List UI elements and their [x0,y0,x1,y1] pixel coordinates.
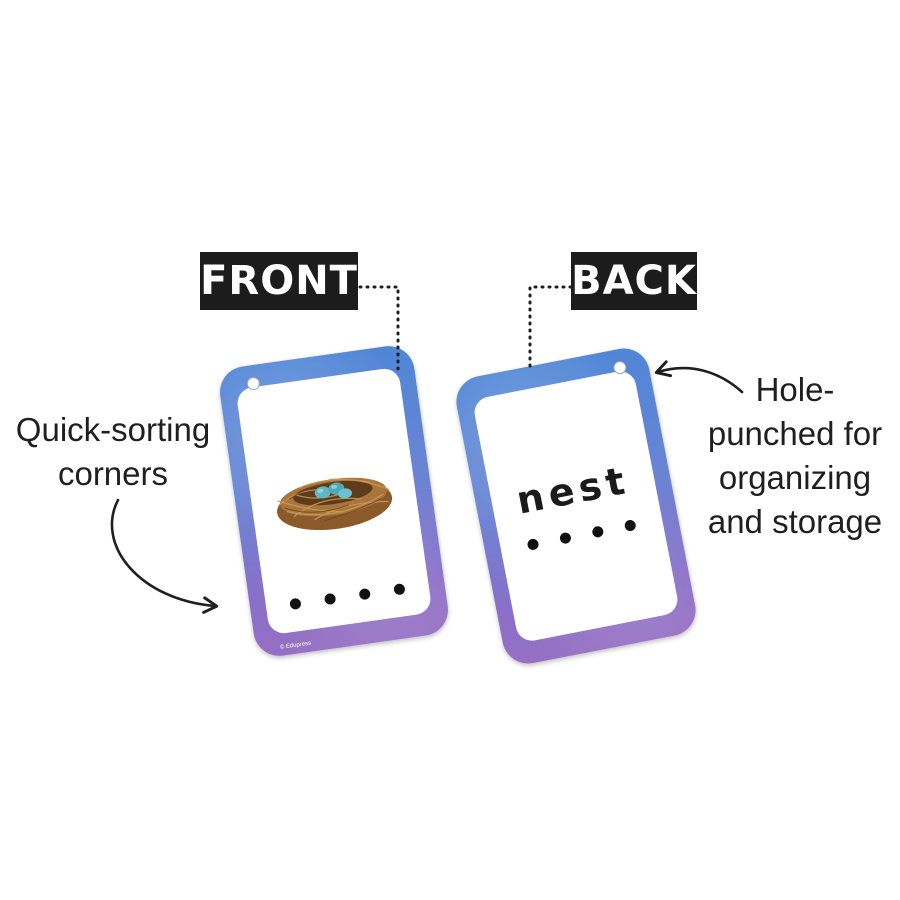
caption-hole-punched: Hole- punched for organizing and storage [690,368,900,544]
front-label: FRONT [200,252,358,310]
back-connector-line [528,285,573,368]
dot [558,531,572,545]
phoneme-dots [265,580,429,614]
dot [526,537,540,551]
dot [393,583,406,596]
nest-with-eggs-icon [277,477,393,531]
caption-line: and storage [707,503,883,540]
dot [358,587,371,601]
dot [623,519,637,532]
caption-line: Hole- [755,371,835,408]
caption-line: punched for [707,415,883,452]
corner-arrow [110,498,219,614]
back-label: BACK [571,252,697,310]
front-card: © Edupress [216,342,452,660]
copyright-text: © Edupress [279,640,312,651]
card-face [235,366,433,636]
dot [323,592,337,606]
caption-quick-sorting: Quick-sorting corners [8,408,218,496]
caption-line: Quick-sorting [15,411,211,448]
caption-line: organizing [718,459,872,496]
caption-line: corners [57,455,169,492]
dot [591,525,605,539]
dot [289,597,302,611]
card-word: nest [512,457,633,523]
card-face: nest [471,368,681,644]
back-card: nest [451,343,701,669]
